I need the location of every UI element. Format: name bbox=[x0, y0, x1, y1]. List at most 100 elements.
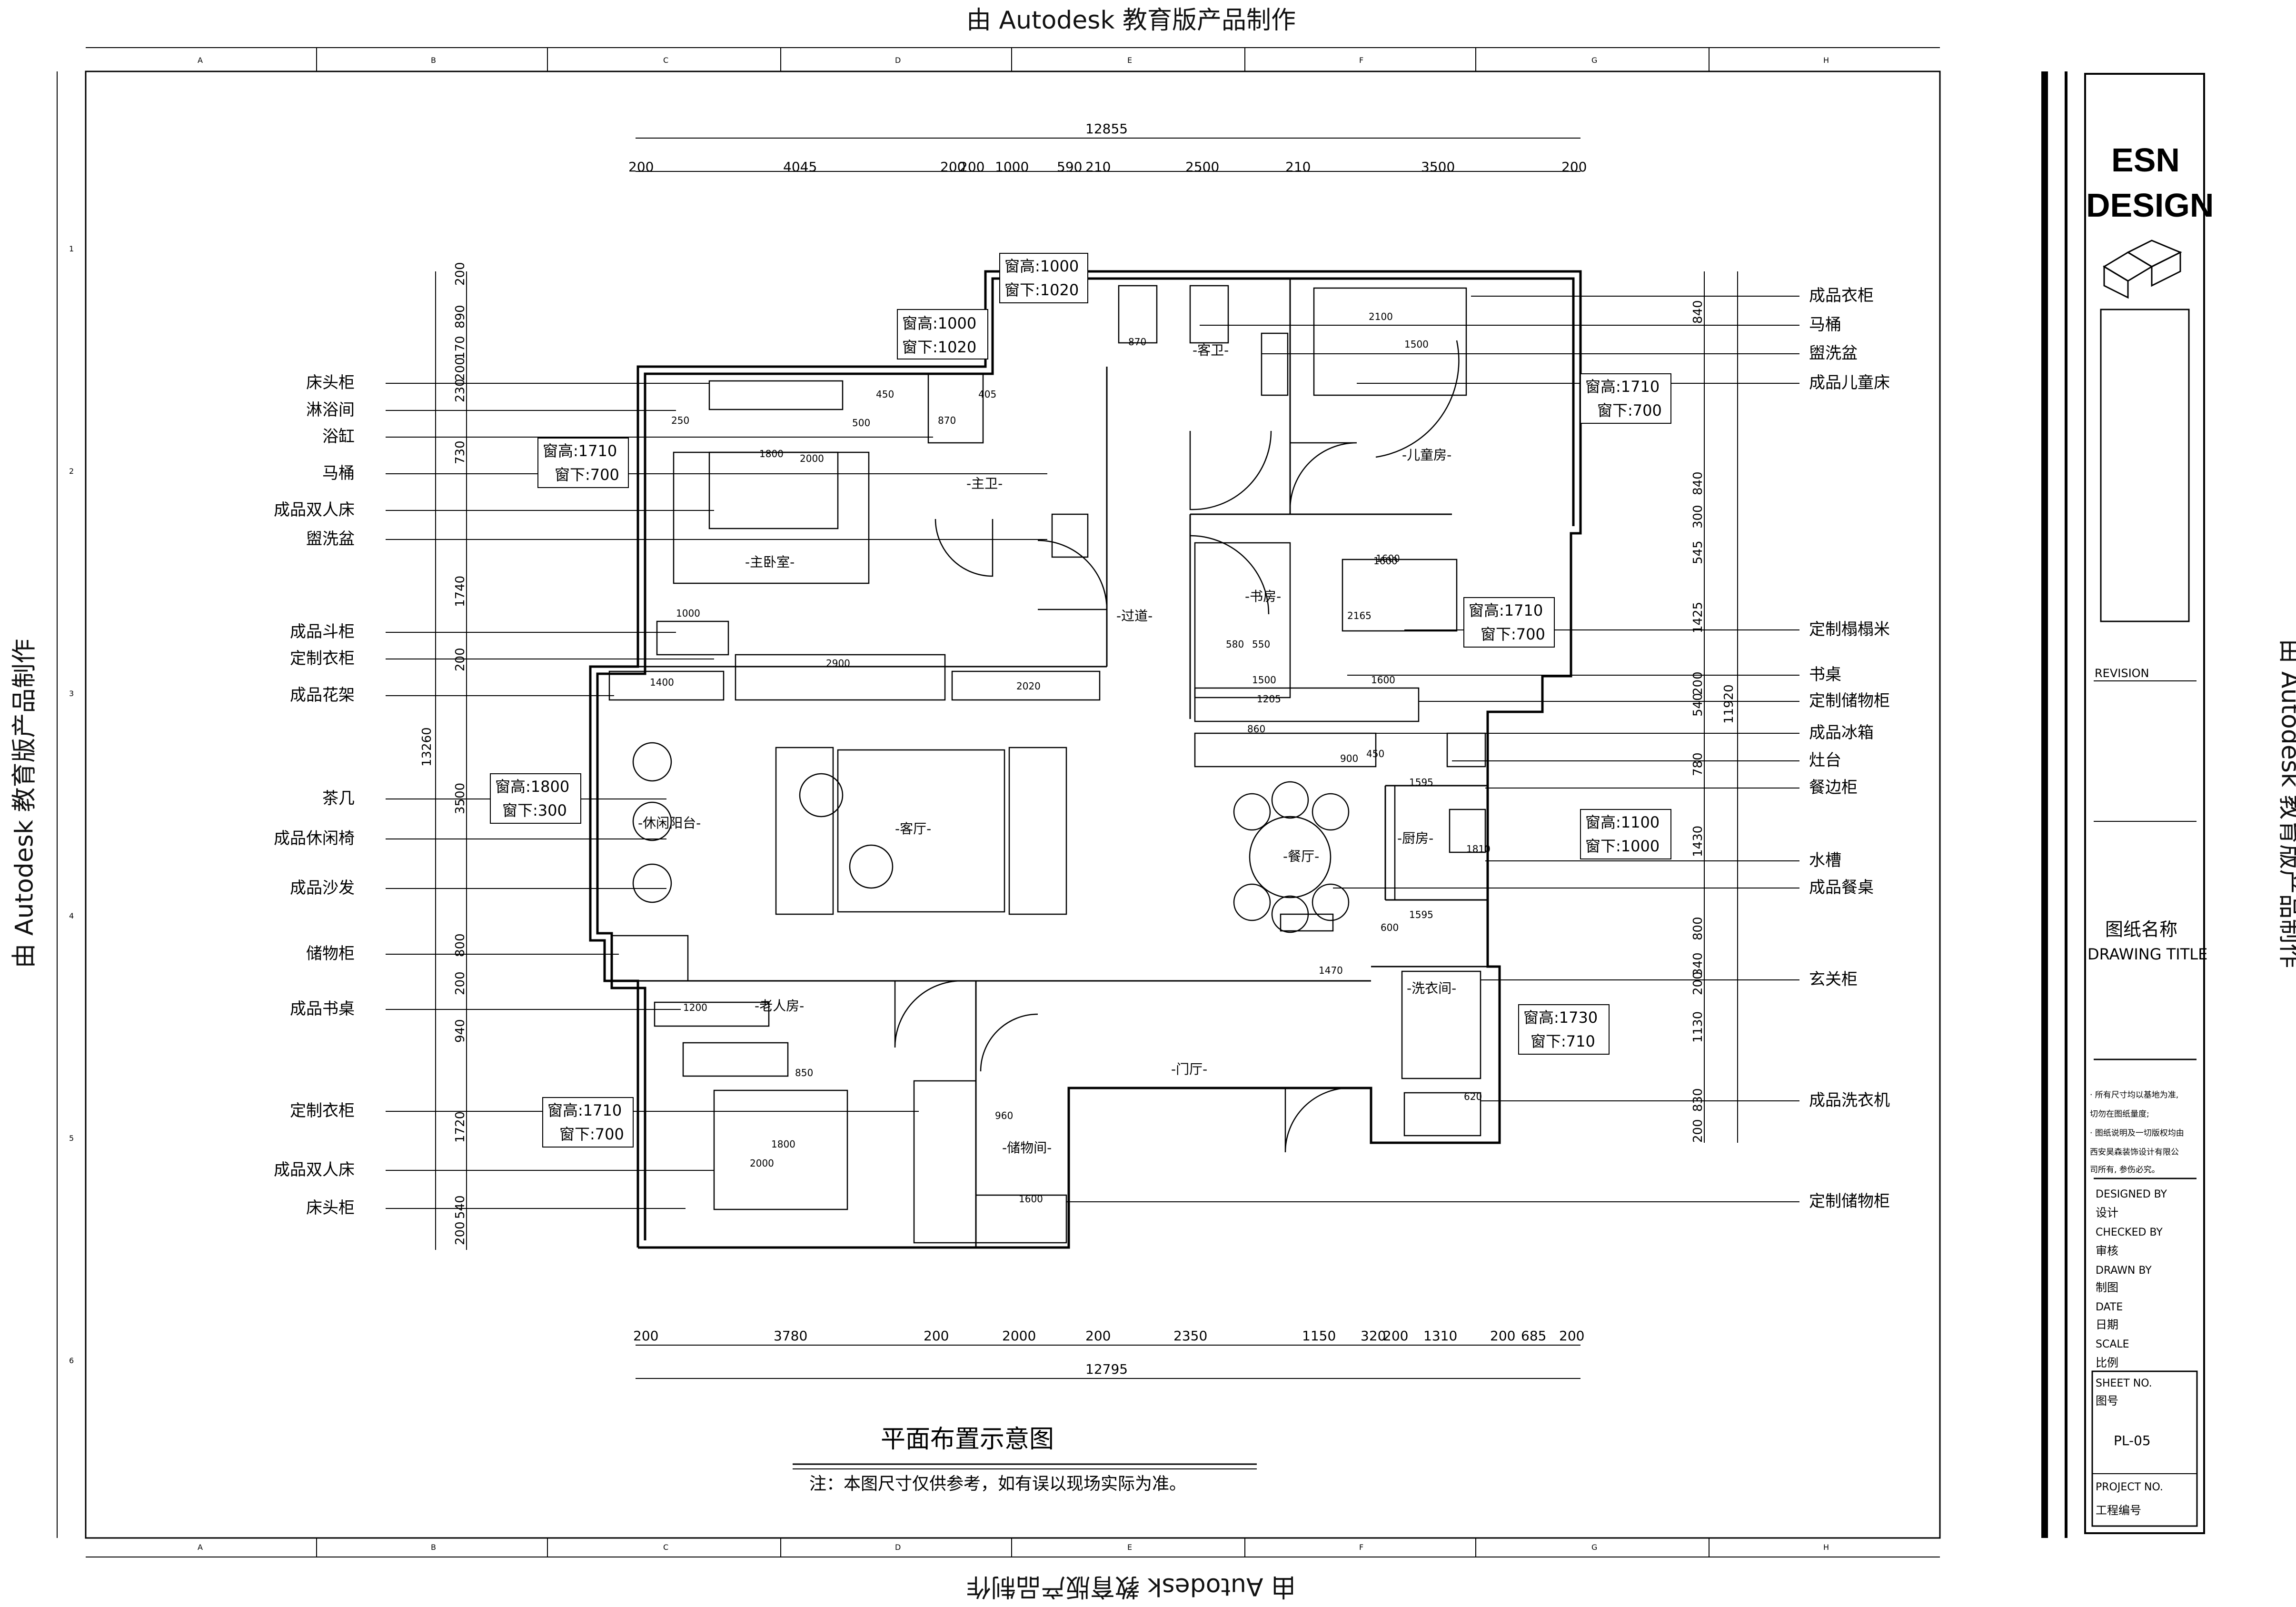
dim-left-seg-7: 1740 bbox=[453, 576, 467, 607]
brand-line-1: ESN bbox=[2111, 141, 2180, 179]
fdim-6: 1400 bbox=[650, 677, 674, 688]
dim-bottom-seg-3: 200 bbox=[924, 1328, 949, 1344]
fdim-16: 1800 bbox=[771, 1138, 795, 1150]
left-label-3: 浴缸 bbox=[322, 427, 355, 446]
fdim-25: 600 bbox=[1381, 922, 1399, 933]
designed-by-en: DESIGNED BY bbox=[2096, 1188, 2167, 1200]
furniture bbox=[609, 286, 1488, 1243]
right-label-8: 成品冰箱 bbox=[1809, 723, 1874, 742]
fdim-11: 1595 bbox=[1409, 777, 1433, 788]
grid-row-3: 3 bbox=[69, 689, 74, 698]
left-labels: 床头柜 淋浴间 浴缸 马桶 成品双人床 盥洗盆 成品斗柜 定制衣柜 成品花架 茶… bbox=[274, 373, 355, 1218]
dim-right-seg-4: 545 bbox=[1691, 540, 1705, 564]
grid-col-g: G bbox=[1591, 56, 1597, 65]
window-note-8-height: 窗高:1730 bbox=[1523, 1008, 1598, 1027]
left-label-12: 成品沙发 bbox=[290, 878, 355, 898]
fdim-18: 1600 bbox=[1019, 1193, 1043, 1205]
room-master-bath: -主卫- bbox=[966, 476, 1003, 491]
dim-bottom-seg-13: 200 bbox=[1559, 1328, 1584, 1344]
right-labels: 成品衣柜 马桶 盥洗盆 成品儿童床 定制榻榻米 书桌 定制储物柜 成品冰箱 灶台… bbox=[1809, 286, 1890, 1211]
sheet-no-value: PL-05 bbox=[2114, 1433, 2151, 1448]
dim-right-seg-2: 840 bbox=[1691, 471, 1705, 495]
drawn-by-cn: 制图 bbox=[2096, 1281, 2118, 1294]
dim-right-seg-7: 540 bbox=[1691, 693, 1705, 717]
dim-left-seg-11: 200 bbox=[453, 971, 467, 995]
window-note-7-height: 窗高:1100 bbox=[1585, 813, 1660, 831]
logo-cube-icon bbox=[2104, 240, 2180, 298]
dim-left-seg-9: 3500 bbox=[453, 783, 467, 814]
door-swings bbox=[895, 340, 1459, 1152]
left-label-14: 成品书桌 bbox=[290, 999, 355, 1018]
drawing-title-cn: 图纸名称 bbox=[2105, 919, 2177, 940]
dim-top-seg-8: 2500 bbox=[1185, 159, 1219, 175]
right-label-2: 马桶 bbox=[1809, 315, 1841, 334]
project-no-en: PROJECT NO. bbox=[2096, 1481, 2163, 1493]
grid-col-f: F bbox=[1359, 56, 1363, 65]
fdim-19: 2100 bbox=[1369, 311, 1393, 322]
fdim-37: 850 bbox=[795, 1067, 813, 1078]
fdim-33: 550 bbox=[1252, 639, 1270, 650]
grid-col-g-bottom: G bbox=[1591, 1543, 1597, 1552]
drawing-title: 平面布置示意图 注：本图尺寸仅供参考，如有误以现场实际为准。 bbox=[793, 1425, 1257, 1494]
right-label-9: 灶台 bbox=[1809, 751, 1841, 770]
room-guest-bath: -客卫- bbox=[1193, 342, 1229, 358]
revision-label: REVISION bbox=[2095, 667, 2149, 680]
grid-col-c-bottom: C bbox=[663, 1543, 668, 1552]
room-dining: -餐厅- bbox=[1283, 848, 1319, 864]
date-en: DATE bbox=[2096, 1301, 2123, 1313]
grid-row-2: 2 bbox=[69, 467, 74, 476]
title-block bbox=[2045, 71, 2204, 1538]
grid-row-4: 4 bbox=[69, 911, 74, 920]
dims-bottom: 200 3780 200 2000 200 2350 1150 320 200 … bbox=[633, 1328, 1584, 1377]
dim-bottom-seg-1: 200 bbox=[633, 1328, 658, 1344]
left-label-4: 马桶 bbox=[322, 464, 355, 483]
tb-note-5: 司所有, 参伤必究。 bbox=[2090, 1165, 2160, 1175]
left-label-7: 成品斗柜 bbox=[290, 622, 355, 641]
grid-col-a: A bbox=[198, 56, 203, 65]
fdim-35: 860 bbox=[1247, 723, 1265, 735]
sheet-no-en: SHEET NO. bbox=[2096, 1377, 2152, 1389]
dim-right-seg-9: 1430 bbox=[1691, 826, 1705, 857]
fdim-9: 1205 bbox=[1257, 693, 1281, 705]
dim-bottom-seg-9: 200 bbox=[1383, 1328, 1408, 1344]
dim-left-seg-8: 200 bbox=[453, 648, 467, 671]
left-label-2: 淋浴间 bbox=[306, 400, 355, 419]
fdim-24: 450 bbox=[1366, 748, 1384, 759]
fdim-28: 405 bbox=[978, 389, 996, 400]
dim-right-seg-15: 200 bbox=[1691, 1119, 1705, 1143]
dimension-lines bbox=[436, 138, 1738, 1378]
dim-bottom-total: 12795 bbox=[1085, 1361, 1128, 1377]
dim-left-seg-14: 540 bbox=[453, 1195, 467, 1219]
window-note-4-height: 窗高:1710 bbox=[1585, 378, 1660, 396]
grid-col-a-bottom: A bbox=[198, 1543, 203, 1552]
dim-right-seg-14: 830 bbox=[1691, 1088, 1705, 1112]
right-label-13: 玄关柜 bbox=[1809, 970, 1858, 989]
room-balcony: -休闲阳台- bbox=[638, 815, 701, 831]
fdim-30: 500 bbox=[852, 417, 870, 429]
window-note-8-sill: 窗下:710 bbox=[1531, 1032, 1595, 1050]
fdim-12: 1595 bbox=[1409, 909, 1433, 920]
dim-bottom-seg-2: 3780 bbox=[774, 1328, 807, 1344]
room-living: -客厅- bbox=[895, 821, 931, 837]
fdim-15: 1200 bbox=[683, 1002, 707, 1013]
dim-top-seg-7: 210 bbox=[1085, 159, 1111, 175]
drawing-title-en: DRAWING TITLE bbox=[2087, 945, 2207, 963]
left-label-5: 成品双人床 bbox=[274, 500, 355, 519]
fdim-2: 2000 bbox=[800, 453, 824, 464]
dim-right-seg-6: 200 bbox=[1691, 671, 1705, 695]
fdim-26: 620 bbox=[1464, 1091, 1482, 1102]
left-label-6: 盥洗盆 bbox=[306, 529, 355, 549]
drawing-title-note: 注：本图尺寸仅供参考，如有误以现场实际为准。 bbox=[809, 1474, 1186, 1494]
dim-bottom-seg-7: 1150 bbox=[1302, 1328, 1336, 1344]
dim-left-seg-1: 200 bbox=[453, 262, 467, 286]
dim-bottom-seg-6: 2350 bbox=[1173, 1328, 1207, 1344]
right-label-14: 成品洗衣机 bbox=[1809, 1091, 1890, 1110]
fdim-13: 1810 bbox=[1466, 843, 1491, 855]
room-entry: -门厅- bbox=[1171, 1061, 1207, 1077]
scale-cn: 比例 bbox=[2096, 1356, 2118, 1369]
right-label-4: 成品儿童床 bbox=[1809, 373, 1890, 392]
grid-col-c: C bbox=[663, 56, 668, 65]
dim-top-seg-10: 3500 bbox=[1421, 159, 1455, 175]
left-label-10: 茶几 bbox=[322, 789, 355, 808]
dim-top-seg-9: 210 bbox=[1285, 159, 1311, 175]
